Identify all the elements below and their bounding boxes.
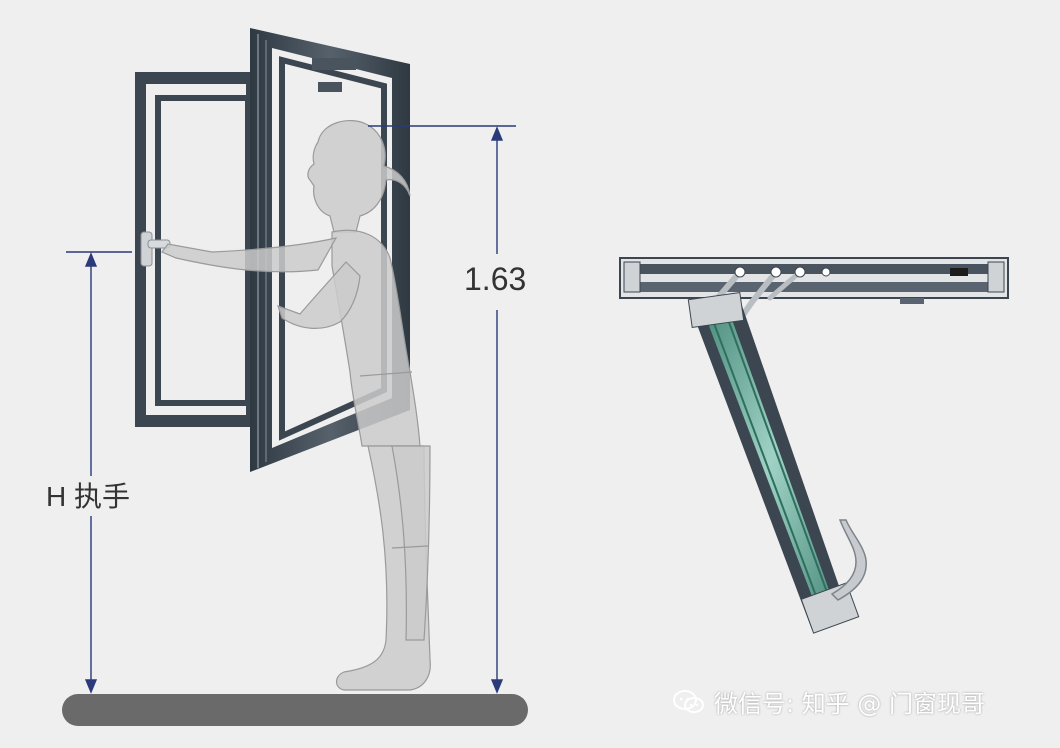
- cross-section-handle: [830, 519, 867, 601]
- handle-height-dimension: [66, 251, 132, 694]
- handle-height-label: H 执手: [46, 481, 130, 512]
- person-figure: [161, 120, 431, 691]
- shoulder-height-label: 1.63: [464, 261, 526, 297]
- floor-slab: [62, 694, 528, 726]
- window-handle: [140, 231, 153, 267]
- window-cross-section: [619, 257, 1009, 634]
- watermark-text: 微信号: 知乎 @ 门窗现哥: [714, 690, 985, 718]
- watermark: 微信号: 知乎 @ 门窗现哥: [672, 684, 985, 719]
- shoulder-height-dimension: [368, 125, 516, 694]
- wechat-icon: [673, 689, 704, 713]
